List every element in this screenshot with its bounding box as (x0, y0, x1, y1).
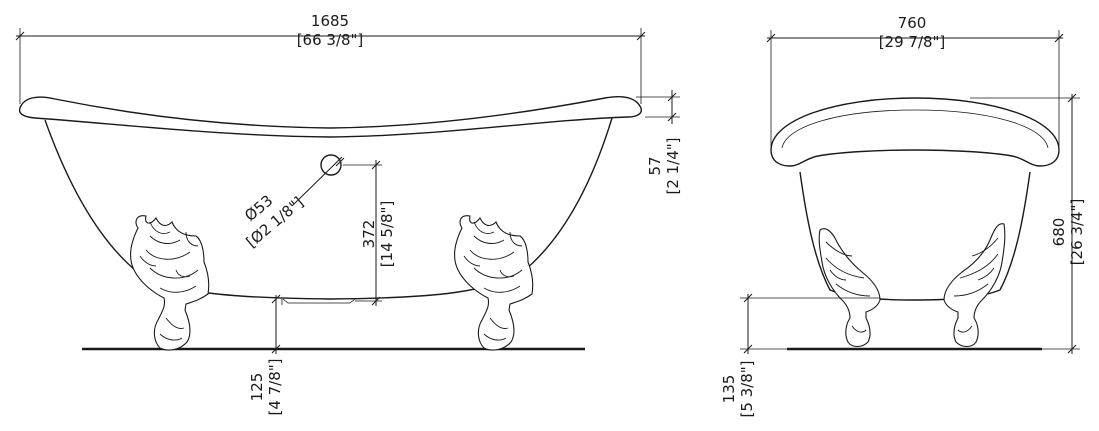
end-view: 760 [29 7/8"] 680 [26 3/4"] 135 [5 3/8"] (720, 14, 1086, 418)
side-drain-stub (282, 298, 356, 304)
side-view: 1685 [66 3/8"] 57 [2 1/4"] Ø53 [Ø2 1/8"]… (15, 12, 682, 416)
end-tub-rim (770, 97, 1060, 167)
end-tub-rim-inner (781, 109, 1049, 149)
side-clearance-in: [4 7/8"] (266, 358, 284, 415)
end-left-foot (818, 228, 881, 348)
overall-length-mm: 1685 (311, 12, 349, 30)
overall-height-mm: 680 (1050, 218, 1068, 247)
dim-drain-height: 372 [14 5/8"] (343, 160, 396, 306)
side-clearance-mm: 125 (248, 373, 266, 402)
overall-width-in: [29 7/8"] (879, 33, 946, 51)
end-right-foot (943, 223, 1006, 348)
dim-overall-width: 760 [29 7/8"] (766, 14, 1064, 146)
overall-height-in: [26 3/4"] (1068, 199, 1086, 266)
dim-rim-height: 57 [2 1/4"] (636, 90, 682, 195)
side-drain-circle (320, 154, 342, 176)
rim-height-in: [2 1/4"] (664, 137, 682, 194)
drain-height-in: [14 5/8"] (378, 201, 396, 268)
dim-side-clearance: 125 [4 7/8"] (248, 294, 284, 416)
dim-overall-height: 680 [26 3/4"] (970, 93, 1086, 354)
end-clearance-mm: 135 (720, 375, 738, 404)
dim-end-clearance: 135 [5 3/8"] (720, 293, 880, 418)
overall-length-in: [66 3/8"] (297, 31, 364, 49)
side-right-foot (453, 215, 534, 351)
drain-height-mm: 372 (360, 220, 378, 249)
rim-height-mm: 57 (646, 156, 664, 175)
side-tub-rim (18, 96, 643, 138)
dim-overall-length: 1685 [66 3/8"] (15, 12, 646, 104)
overall-width-mm: 760 (898, 14, 927, 32)
side-left-foot (129, 215, 210, 351)
end-clearance-in: [5 3/8"] (738, 360, 756, 417)
